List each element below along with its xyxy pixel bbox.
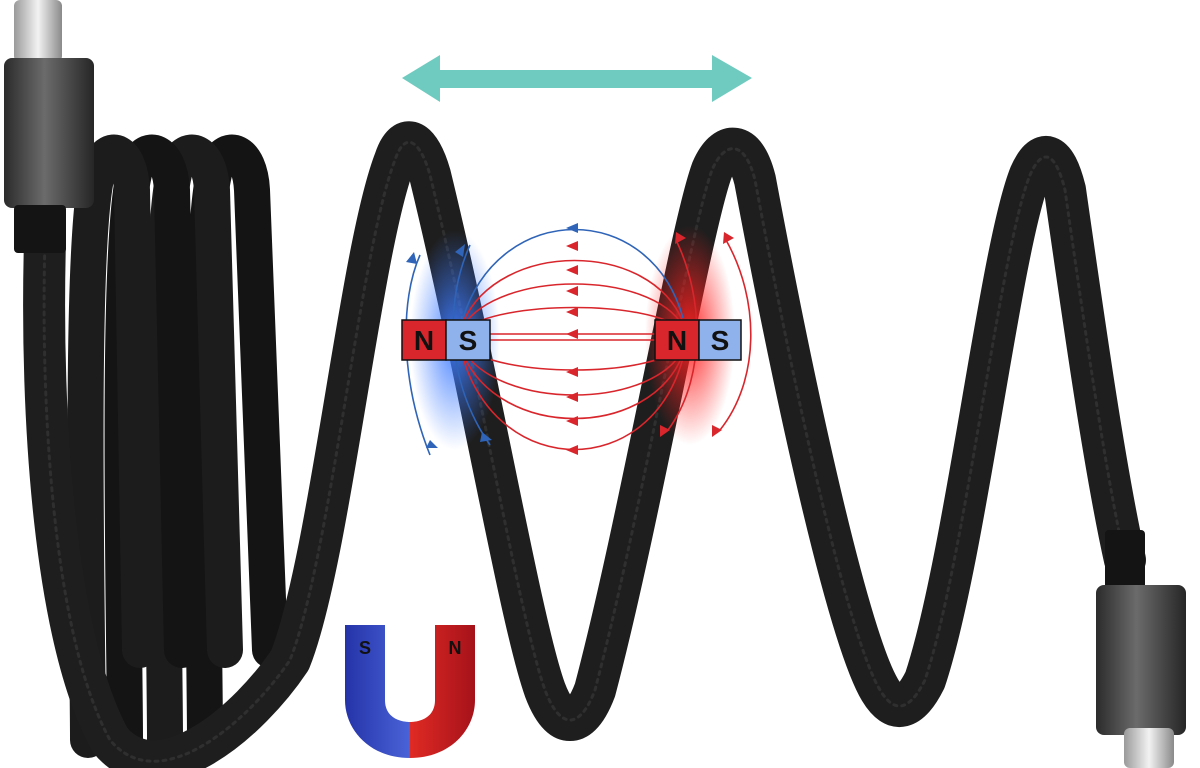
horseshoe-magnet-icon: S N <box>345 625 475 758</box>
magnet-south-label: S <box>459 325 478 356</box>
bar-magnet-left: N S <box>401 319 491 361</box>
usb-c-connector-icon <box>4 0 94 253</box>
usb-c-connector-icon <box>1096 530 1186 768</box>
double-arrow-icon <box>402 55 752 102</box>
braided-cable <box>23 121 1146 768</box>
horseshoe-north-label: N <box>449 638 462 658</box>
field-arrowheads <box>406 223 734 455</box>
horseshoe-south-label: S <box>359 638 371 658</box>
magnet-north-label: N <box>667 325 687 356</box>
bar-magnet-right: N S <box>654 319 742 361</box>
cable-coil-bundle <box>67 134 288 758</box>
magnet-north-label: N <box>414 325 434 356</box>
magnet-south-label: S <box>711 325 730 356</box>
